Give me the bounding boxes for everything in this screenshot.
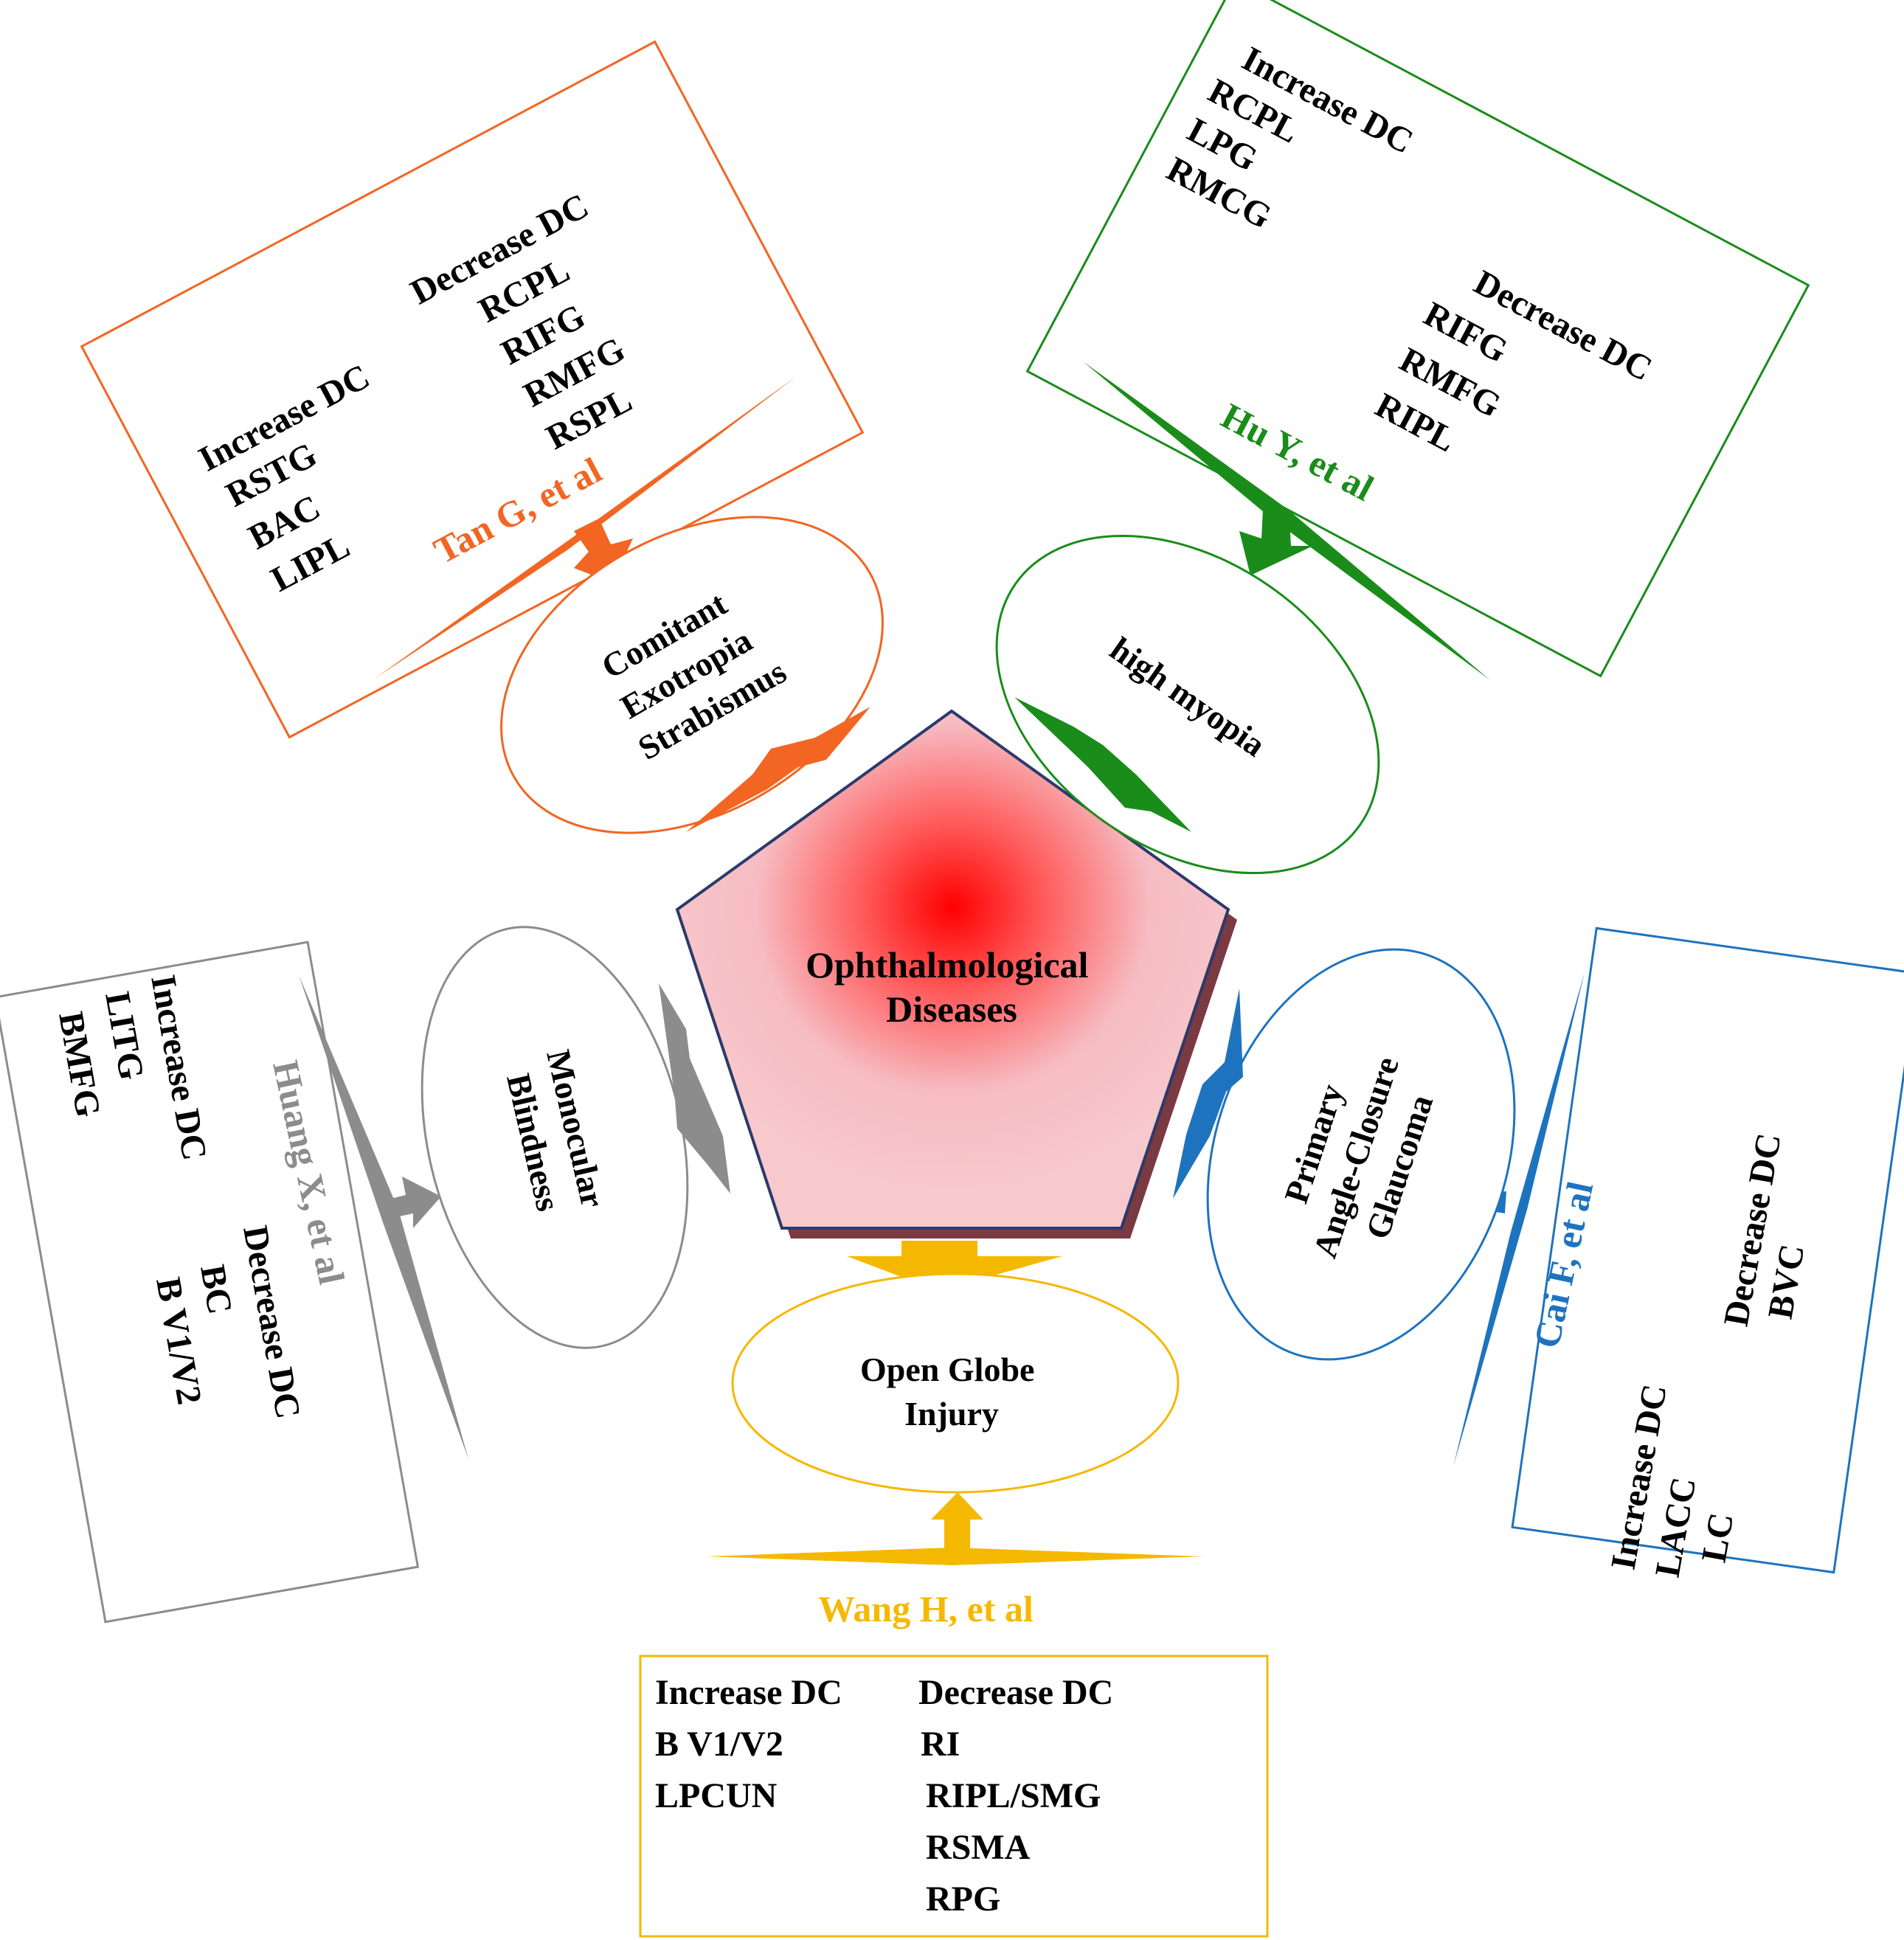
center-arrow-strabismus bbox=[686, 707, 870, 832]
increase-label-injury: Increase DC bbox=[655, 1673, 842, 1712]
center-title: Ophthalmological Diseases bbox=[806, 944, 1098, 1030]
disease-node-glaucoma bbox=[1206, 948, 1516, 1361]
group-myopia: Increase DC RCPL LPG RMCG Decrease DC RI… bbox=[995, 0, 1810, 875]
center-arrow-glaucoma bbox=[1173, 988, 1243, 1199]
disease-node-injury bbox=[731, 1272, 1180, 1494]
findings-box-injury bbox=[639, 1655, 1269, 1938]
center-arrow-blindness bbox=[659, 983, 730, 1194]
group-glaucoma: Decrease DC BVC Increase DC LACC LC Cai … bbox=[1173, 926, 1904, 1580]
author-injury: Wang H, et al bbox=[818, 1588, 1034, 1629]
decrease-item-blindness-0: BC bbox=[193, 1262, 240, 1317]
center-pentagon: Ophthalmological Diseases bbox=[675, 709, 1237, 1239]
findings-box-blindness bbox=[0, 940, 420, 1624]
decrease-label-injury: Decrease DC bbox=[918, 1673, 1113, 1712]
wedge-arrow-blindness bbox=[299, 975, 468, 1459]
findings-box-myopia bbox=[1025, 0, 1810, 678]
up-arrow-injury bbox=[931, 1492, 983, 1549]
increase-item-glaucoma-1: LC bbox=[1694, 1510, 1742, 1565]
down-arrow-myopia bbox=[1239, 509, 1313, 575]
center-arrow-myopia bbox=[1014, 697, 1191, 832]
center-arrow-injury bbox=[847, 1241, 1062, 1291]
disease-node-blindness bbox=[420, 926, 689, 1349]
increase-list-injury: B V1/V2 LPCUN bbox=[655, 1725, 792, 1815]
right-arrow-blindness bbox=[391, 1177, 441, 1228]
decrease-list-injury: RI RIPL/SMG RSMA RPG bbox=[921, 1725, 1109, 1919]
group-injury: Open Globe Injury Wang H, et al Increase… bbox=[639, 1241, 1269, 1938]
disease-label-injury: Open Globe Injury bbox=[860, 1351, 1043, 1433]
findings-box-glaucoma bbox=[1511, 926, 1904, 1574]
group-blindness: Increase DC LITG BMFG Decrease DC BC B V… bbox=[0, 926, 730, 1624]
findings-box-strabismus bbox=[80, 40, 865, 739]
disease-node-myopia bbox=[995, 534, 1380, 875]
group-strabismus: Increase DC RSTG BAC LIPL Decrease DC RC… bbox=[80, 40, 884, 834]
wedge-arrow-injury bbox=[707, 1548, 1204, 1565]
wedge-arrow-glaucoma bbox=[1453, 972, 1585, 1466]
